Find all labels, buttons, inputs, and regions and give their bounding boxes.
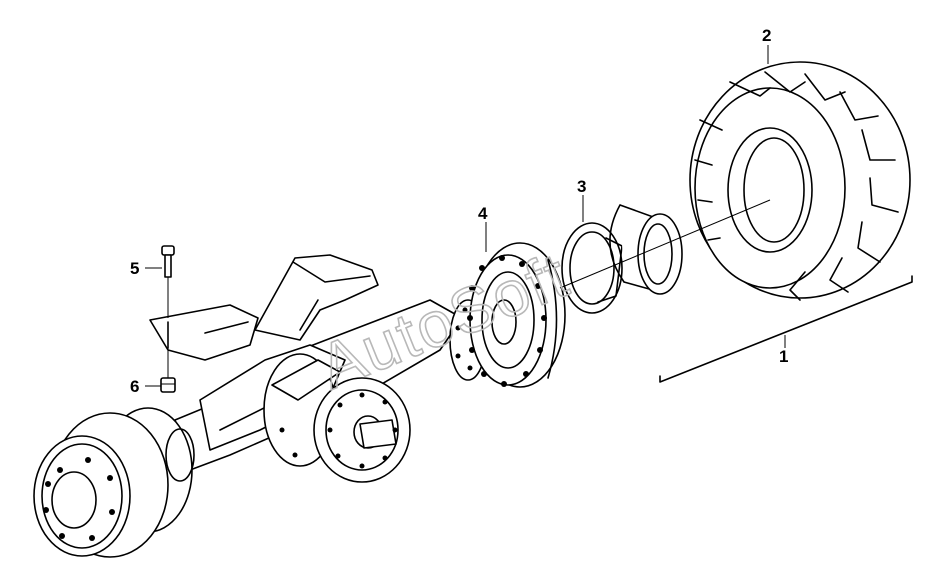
- wheel-rim: [609, 204, 683, 295]
- assembly-bracket-1: [659, 275, 913, 383]
- callout-6: 6: [130, 377, 139, 396]
- tire-part-2: [689, 61, 911, 301]
- rim-ring-part-3: [561, 222, 623, 314]
- callout-2: 2: [762, 26, 771, 45]
- leader-lines: [145, 45, 913, 387]
- callout-3: 3: [577, 177, 586, 196]
- differential-carrier: [263, 353, 411, 483]
- left-wheel-hub: [33, 407, 195, 558]
- hub-bolts: [467, 255, 547, 387]
- callout-5: 5: [130, 259, 139, 278]
- tire-tread: [694, 71, 899, 301]
- nut-part-6: [160, 345, 176, 393]
- wheel-hub-part-4: [467, 242, 566, 388]
- bolt-part-5: [161, 245, 175, 318]
- callout-4: 4: [478, 204, 488, 223]
- left-hub-bolts: [43, 457, 115, 541]
- callout-1: 1: [779, 347, 788, 366]
